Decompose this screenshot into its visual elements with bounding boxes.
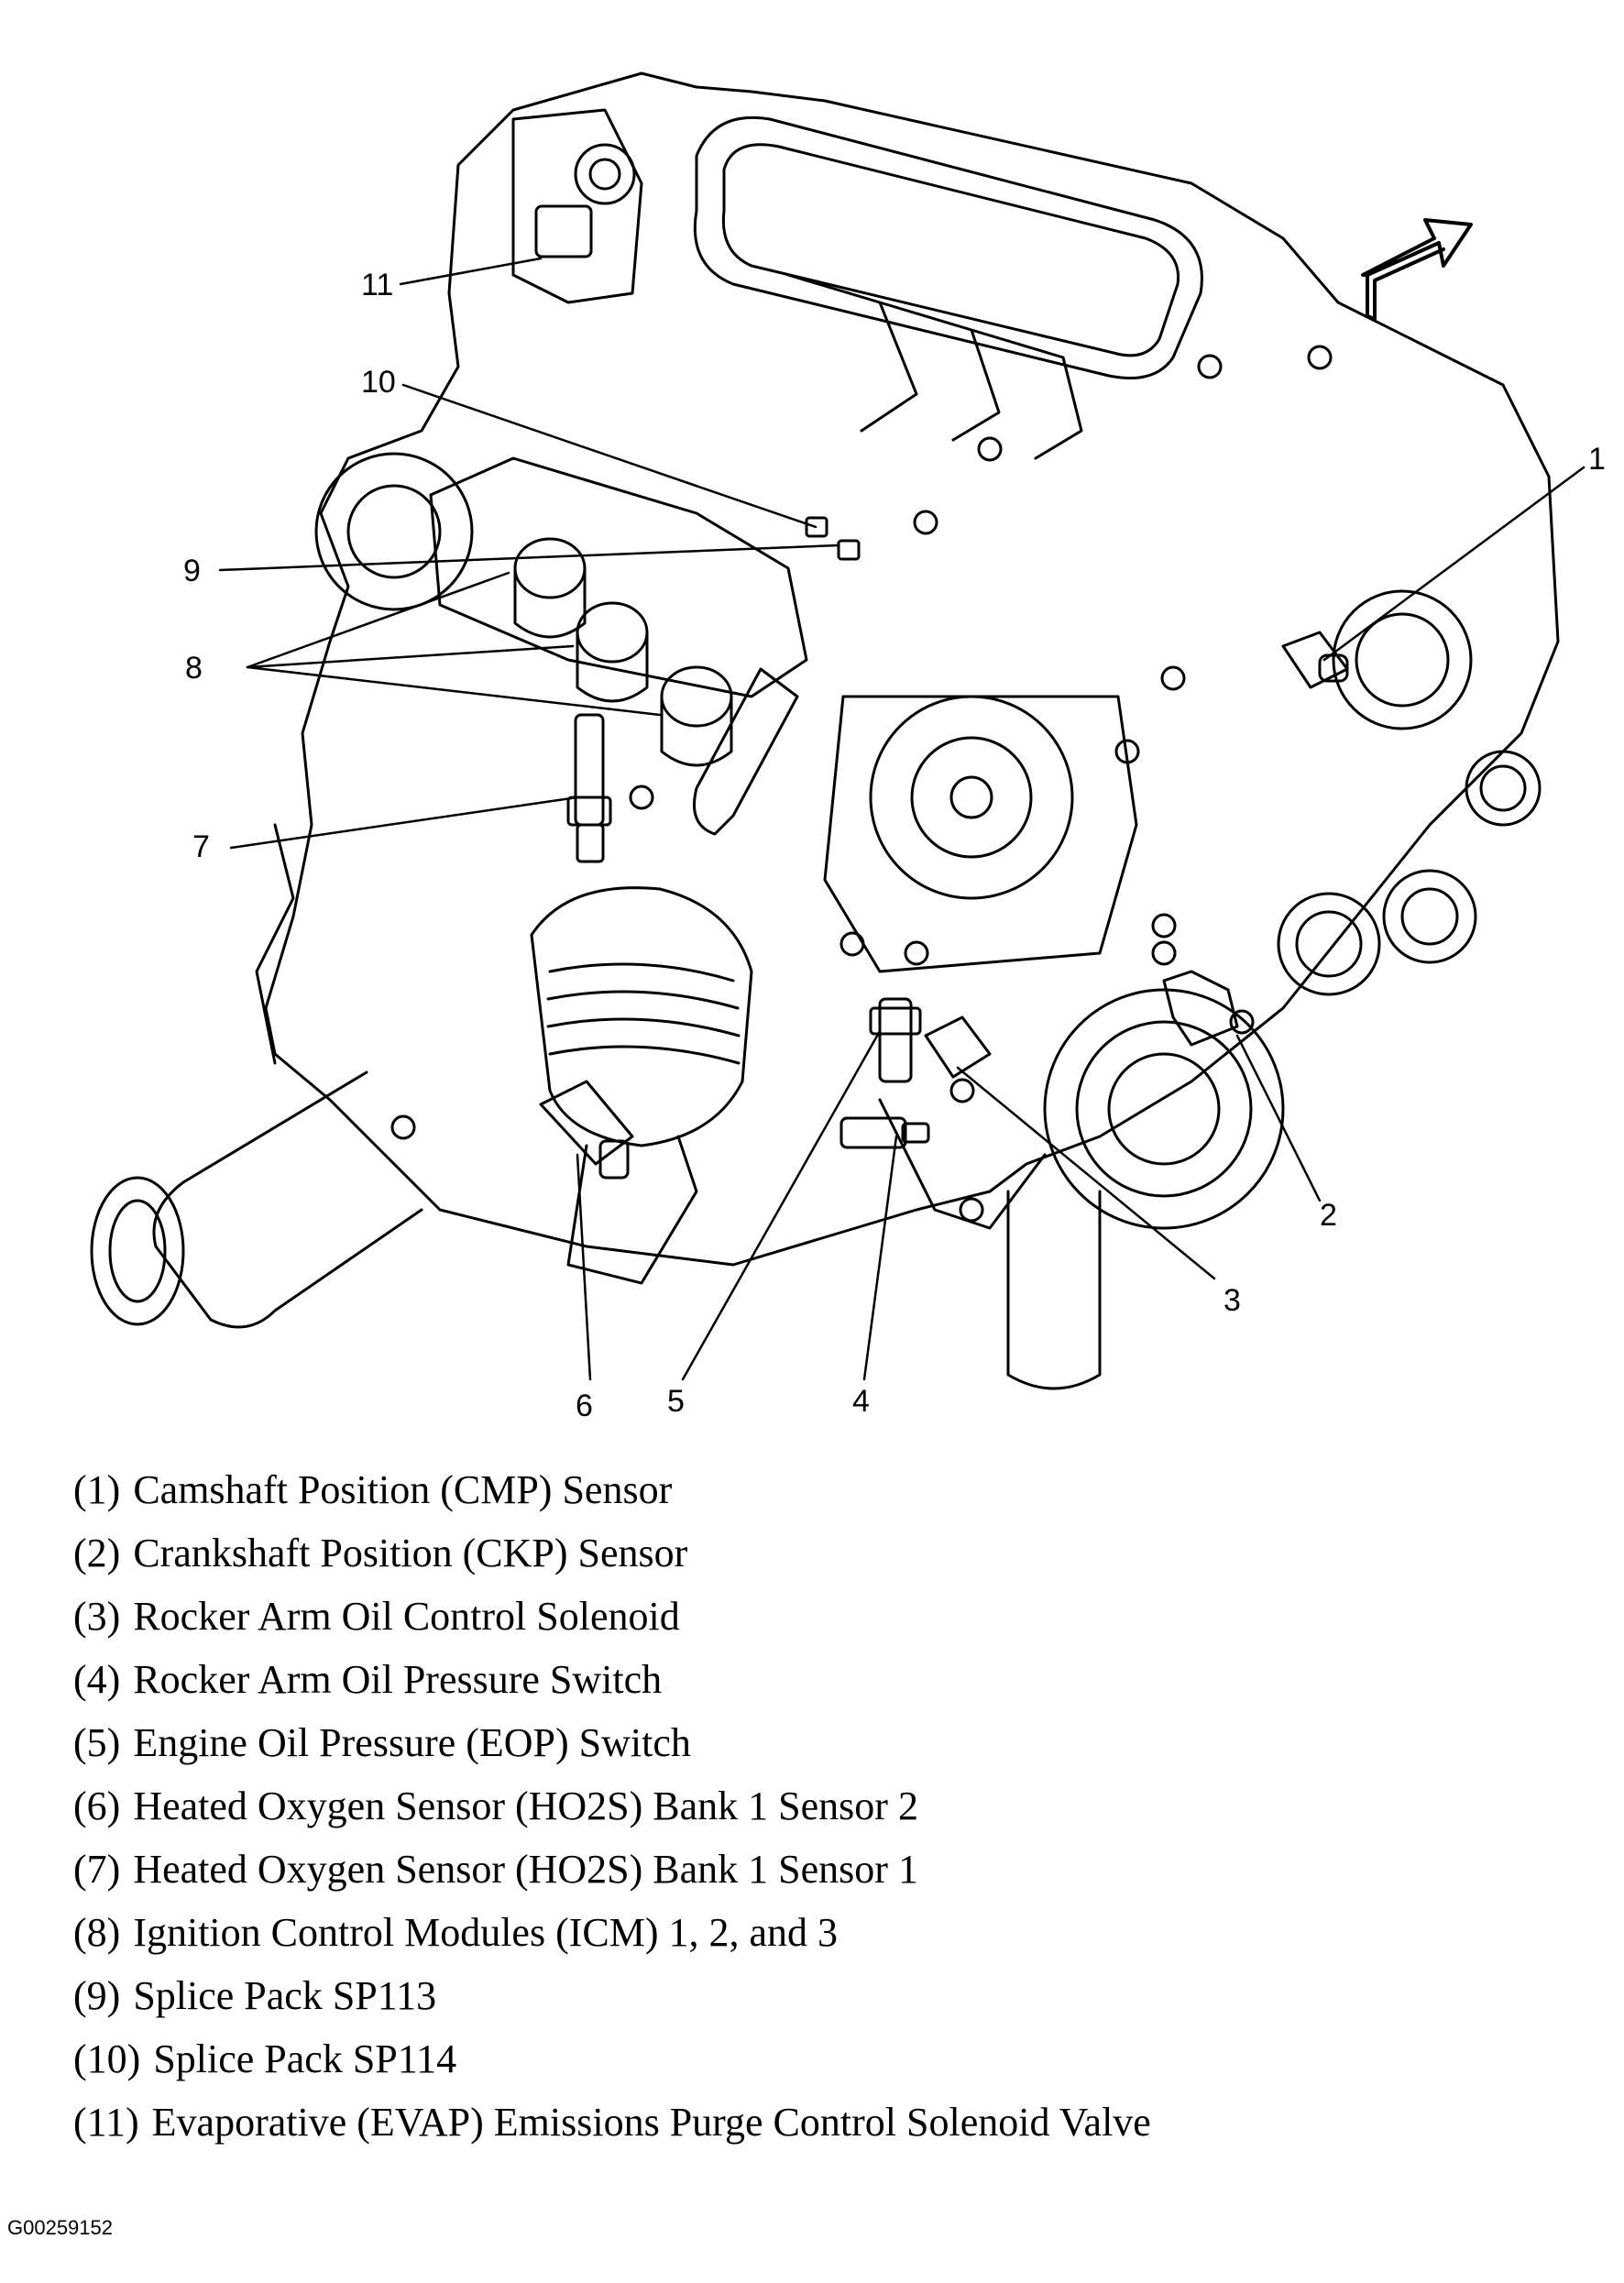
- legend-item: (5) Engine Oil Pressure (EOP) Switch: [73, 1719, 1576, 1783]
- legend-label: Rocker Arm Oil Control Solenoid: [133, 1594, 680, 1639]
- leader-line-6: [576, 1153, 592, 1381]
- legend-number: (7): [73, 1847, 121, 1892]
- callout-4: 4: [852, 1384, 870, 1419]
- engine-component-diagram: 1 2 3 4 5 6 7 8 9 10 11: [90, 71, 1606, 1423]
- leader-line-7: [229, 796, 579, 850]
- leader-line-2: [1235, 1034, 1322, 1202]
- callout-8: 8: [185, 651, 203, 686]
- callout-5: 5: [667, 1384, 685, 1419]
- legend-label: Ignition Control Modules (ICM) 1, 2, and…: [133, 1910, 839, 1955]
- legend-label: Splice Pack SP114: [153, 2036, 457, 2081]
- legend-item: (7) Heated Oxygen Sensor (HO2S) Bank 1 Se…: [73, 1846, 1576, 1909]
- leader-line-3: [956, 1066, 1216, 1280]
- legend-number: (2): [73, 1531, 121, 1575]
- leader-line-8c: [246, 665, 662, 717]
- legend-label: Heated Oxygen Sensor (HO2S) Bank 1 Senso…: [133, 1784, 918, 1828]
- callout-6: 6: [576, 1388, 593, 1423]
- leader-line-8b: [246, 644, 575, 669]
- legend-label: Evaporative (EVAP) Emissions Purge Contr…: [151, 2100, 1151, 2145]
- front-direction-arrow-icon: [1361, 218, 1473, 321]
- leader-line-11: [399, 257, 543, 286]
- legend-label: Heated Oxygen Sensor (HO2S) Bank 1 Senso…: [133, 1847, 918, 1892]
- legend-number: (3): [73, 1594, 121, 1639]
- legend-item: (2) Crankshaft Position (CKP) Sensor: [73, 1530, 1576, 1593]
- leader-line-5: [681, 1029, 882, 1381]
- legend-number: (11): [73, 2100, 139, 2145]
- callout-1: 1: [1588, 442, 1606, 477]
- legend-item: (11) Evaporative (EVAP) Emissions Purge C…: [73, 2099, 1576, 2162]
- engine-drawing: [90, 71, 1560, 1390]
- leader-line-4: [862, 1135, 898, 1381]
- legend-number: (6): [73, 1784, 121, 1828]
- legend-number: (9): [73, 1973, 121, 2018]
- legend-number: (10): [73, 2036, 141, 2081]
- legend-item: (8) Ignition Control Modules (ICM) 1, 2, …: [73, 1909, 1576, 1972]
- callout-10: 10: [361, 365, 396, 400]
- legend-label: Engine Oil Pressure (EOP) Switch: [133, 1720, 691, 1765]
- legend-number: (1): [73, 1467, 121, 1512]
- legend-item: (4) Rocker Arm Oil Pressure Switch: [73, 1656, 1576, 1719]
- legend-item: (6) Heated Oxygen Sensor (HO2S) Bank 1 Se…: [73, 1783, 1576, 1846]
- leader-line-1: [1322, 466, 1586, 662]
- leader-line-9: [218, 543, 840, 572]
- leader-line-10: [401, 383, 817, 529]
- legend-item: (9) Splice Pack SP113: [73, 1972, 1576, 2036]
- legend-number: (5): [73, 1720, 121, 1765]
- component-legend: (1) Camshaft Position (CMP) Sensor (2) Cran…: [73, 1466, 1576, 2162]
- legend-number: (8): [73, 1910, 121, 1955]
- callout-3: 3: [1223, 1283, 1241, 1318]
- legend-label: Rocker Arm Oil Pressure Switch: [133, 1657, 663, 1702]
- callout-9: 9: [183, 554, 201, 588]
- callout-11: 11: [361, 268, 393, 302]
- legend-item: (3) Rocker Arm Oil Control Solenoid: [73, 1593, 1576, 1656]
- leader-line-8a: [246, 571, 510, 669]
- callout-2: 2: [1320, 1198, 1337, 1233]
- legend-label: Splice Pack SP113: [133, 1973, 437, 2018]
- figure-id: G00259152: [7, 2216, 113, 2239]
- legend-label: Camshaft Position (CMP) Sensor: [133, 1467, 673, 1512]
- leader-lines: [218, 257, 1586, 1381]
- legend-label: Crankshaft Position (CKP) Sensor: [133, 1531, 688, 1575]
- callout-7: 7: [192, 829, 210, 864]
- legend-number: (4): [73, 1657, 121, 1702]
- legend-item: (10) Splice Pack SP114: [73, 2036, 1576, 2099]
- legend-item: (1) Camshaft Position (CMP) Sensor: [73, 1466, 1576, 1530]
